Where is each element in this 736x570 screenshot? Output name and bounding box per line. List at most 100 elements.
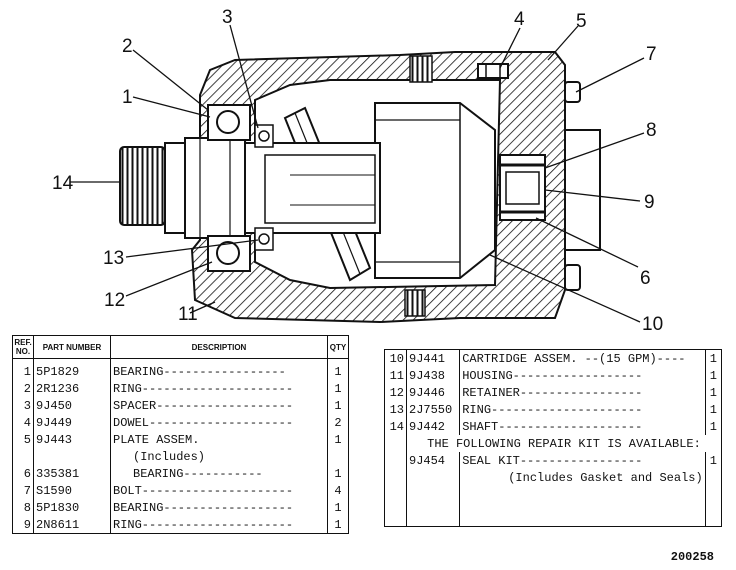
description: PLATE ASSEM.	[110, 431, 328, 448]
ref-number: 3	[12, 397, 34, 414]
header-description: DESCRIPTION	[110, 335, 328, 359]
ref-number: 13	[384, 401, 407, 418]
kit-includes: (Includes Gasket and Seals)	[459, 469, 706, 486]
description: HOUSING------------------	[459, 367, 706, 384]
header-qty: QTY	[327, 335, 349, 359]
drawing-code: 200258	[670, 550, 714, 564]
description: CARTRIDGE ASSEM. --(15 GPM)----	[459, 349, 706, 367]
callout-5: 5	[576, 11, 587, 32]
description: SPACER-------------------	[110, 397, 328, 414]
part-number: 9J450	[33, 397, 111, 414]
callout-9: 9	[644, 192, 655, 213]
part-number: 9J454	[406, 452, 461, 469]
quantity: 1	[334, 364, 342, 379]
quantity: 1	[709, 453, 717, 468]
callout-7: 7	[646, 44, 657, 65]
part-number	[33, 448, 111, 465]
description: RING---------------------	[110, 380, 328, 397]
quantity: 1	[709, 385, 717, 400]
quantity: 1	[709, 368, 717, 383]
ref-number: 1	[12, 358, 34, 380]
part-number: 9J442	[406, 418, 461, 435]
part-number: 9J449	[33, 414, 111, 431]
part-number: 9J441	[406, 349, 461, 367]
callout-12: 12	[104, 290, 125, 311]
end-cap	[564, 129, 601, 251]
pump-sectional-drawing: 1 2 3 4 5 7 8 9 6 10 11 12 13 14	[52, 7, 663, 330]
dowel	[477, 63, 509, 79]
ref-number	[12, 448, 34, 465]
blank-cell	[384, 486, 407, 527]
blank-cell	[705, 486, 721, 527]
quantity: 1	[334, 500, 342, 515]
ref-number: 4	[12, 414, 34, 431]
part-number: 9J438	[406, 367, 461, 384]
part-number: 5P1829	[33, 358, 111, 380]
part-number: 2R1236	[33, 380, 111, 397]
quantity: 4	[334, 483, 342, 498]
thread-top	[409, 55, 433, 83]
description: BEARING------------------	[110, 499, 328, 516]
callout-1: 1	[122, 87, 133, 108]
callout-14: 14	[52, 173, 74, 194]
quantity: 1	[334, 432, 342, 447]
ref-number: 12	[384, 384, 407, 401]
leader-lines	[70, 24, 645, 323]
part-number: 2N8611	[33, 516, 111, 534]
part-number: 9J446	[406, 384, 461, 401]
callout-6: 6	[640, 268, 651, 289]
quantity: 2	[334, 415, 342, 430]
description: BOLT---------------------	[110, 482, 328, 499]
ref-number: 8	[12, 499, 34, 516]
ref-number: 14	[384, 418, 407, 435]
blank-row	[384, 486, 722, 527]
end-bearing	[499, 154, 546, 221]
ref-number	[384, 435, 407, 452]
quantity: 1	[334, 398, 342, 413]
quantity: 1	[709, 419, 717, 434]
description: BEARING-----------	[110, 465, 328, 482]
kit-note-row: THE FOLLOWING REPAIR KIT IS AVAILABLE:	[384, 435, 722, 452]
ref-number: 9	[12, 516, 34, 534]
description: RING---------------------	[459, 401, 706, 418]
description: (Includes)	[110, 448, 328, 465]
header-ref-no: REF. NO.	[12, 335, 34, 359]
ref-number: 2	[12, 380, 34, 397]
callout-3: 3	[222, 7, 233, 28]
ref-number: 6	[12, 465, 34, 482]
callout-11: 11	[178, 304, 198, 325]
quantity	[328, 448, 349, 465]
blank-cell	[459, 486, 706, 527]
table-row: (Includes)	[12, 448, 349, 465]
header-part-number: PART NUMBER	[33, 335, 111, 359]
cartridge	[374, 102, 496, 279]
callout-13: 13	[103, 248, 124, 269]
callout-10: 10	[642, 314, 663, 330]
part-number: 335381	[33, 465, 111, 482]
kit-includes-row: (Includes Gasket and Seals)	[384, 469, 722, 486]
description: SHAFT--------------------	[459, 418, 706, 435]
quantity: 1	[334, 381, 342, 396]
thread-bottom	[404, 289, 426, 317]
quantity	[705, 469, 721, 486]
bolt-head-lower	[564, 264, 581, 291]
ref-number	[384, 469, 407, 486]
ref-number: 10	[384, 349, 407, 367]
quantity: 1	[334, 466, 342, 481]
description: DOWEL--------------------	[110, 414, 328, 431]
blank-cell	[406, 486, 461, 527]
part-number: 9J443	[33, 431, 111, 448]
bolt-head-7	[564, 81, 581, 103]
